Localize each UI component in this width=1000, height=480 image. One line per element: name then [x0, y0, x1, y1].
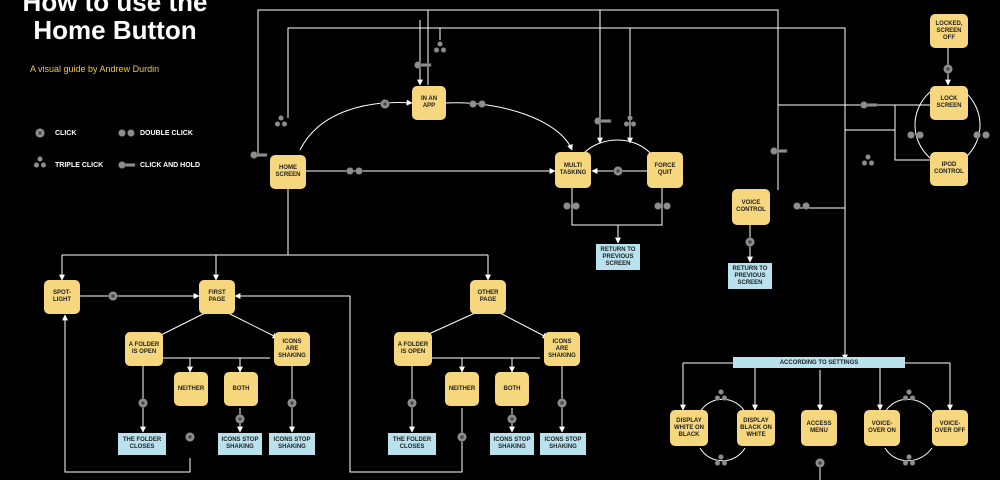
result-folder-closes-1: THE FOLDER CLOSES — [118, 433, 166, 455]
node-folder-open-2[interactable]: A FOLDER IS OPEN — [394, 332, 432, 366]
click-icon — [613, 166, 623, 176]
click-icon — [557, 398, 567, 408]
node-icons-shaking-1[interactable]: ICONS ARE SHAKING — [274, 332, 310, 366]
double-click-icon — [563, 202, 580, 210]
node-in-an-app[interactable]: IN AN APP — [412, 86, 446, 120]
subtitle: A visual guide by Andrew Durdin — [30, 64, 160, 74]
result-icons-stop-2a: ICONS STOP SHAKING — [490, 433, 534, 455]
node-both-1[interactable]: BOTH — [224, 372, 258, 406]
node-display-black-on-white[interactable]: DISPLAY BLACK ON WHITE — [737, 410, 775, 446]
node-neither-1[interactable]: NEITHER — [174, 372, 208, 406]
double-click-icon — [654, 202, 671, 210]
node-both-2[interactable]: BOTH — [495, 372, 529, 406]
legend-triple-click: TRIPLE CLICK — [55, 162, 104, 169]
node-folder-open-1[interactable]: A FOLDER IS OPEN — [125, 332, 163, 366]
triple-click-icon — [714, 454, 728, 466]
result-icons-stop-2b: ICONS STOP SHAKING — [540, 433, 586, 455]
legend-double-click: DOUBLE CLICK — [140, 130, 193, 137]
node-lock-screen[interactable]: LOCK SCREEN — [930, 86, 968, 120]
click-and-hold-icon — [250, 151, 268, 159]
click-and-hold-icon — [118, 161, 136, 169]
triple-click-icon — [902, 389, 916, 401]
click-and-hold-icon — [860, 101, 878, 109]
node-voiceover-on[interactable]: VOICE- OVER ON — [864, 410, 900, 446]
triple-click-icon — [902, 454, 916, 466]
node-spotlight[interactable]: SPOT- LIGHT — [44, 280, 80, 314]
title-line-1: How to use the — [22, 0, 208, 17]
result-return-previous-2: RETURN TO PREVIOUS SCREEN — [728, 263, 772, 289]
double-click-icon — [346, 167, 363, 175]
legend-click-and-hold: CLICK AND HOLD — [140, 162, 201, 169]
click-icon — [287, 398, 297, 408]
click-icon — [407, 398, 417, 408]
double-click-icon — [793, 202, 810, 210]
click-icon — [507, 414, 517, 424]
double-click-icon — [907, 131, 924, 139]
click-and-hold-icon — [770, 147, 788, 155]
node-display-white-on-black[interactable]: DISPLAY WHITE ON BLACK — [670, 410, 708, 446]
node-other-page[interactable]: OTHER PAGE — [470, 280, 506, 314]
triple-click-icon — [861, 154, 875, 166]
double-click-icon — [118, 129, 135, 137]
node-voiceover-off[interactable]: VOICE- OVER OFF — [932, 410, 968, 446]
click-icon — [380, 99, 390, 109]
banner-according-to-settings: ACCORDING TO SETTINGS — [733, 357, 905, 368]
double-click-icon — [469, 100, 486, 108]
click-icon — [108, 291, 118, 301]
click-icon — [457, 432, 467, 442]
node-first-page[interactable]: FIRST PAGE — [199, 280, 235, 314]
result-folder-closes-2: THE FOLDER CLOSES — [388, 433, 436, 455]
double-click-icon — [973, 131, 990, 139]
node-home-screen[interactable]: HOME SCREEN — [270, 155, 306, 189]
click-icon — [138, 398, 148, 408]
click-icon — [35, 128, 45, 138]
click-and-hold-icon — [594, 117, 612, 125]
triple-click-icon — [433, 41, 447, 53]
node-force-quit[interactable]: FORCE QUIT — [647, 152, 683, 188]
node-locked-screen-off[interactable]: LOCKED, SCREEN OFF — [930, 14, 968, 48]
node-neither-2[interactable]: NEITHER — [445, 372, 479, 406]
click-and-hold-icon — [414, 61, 432, 69]
triple-click-icon — [274, 115, 288, 127]
node-access-menu[interactable]: ACCESS MENU — [801, 410, 837, 446]
result-icons-stop-1b: ICONS STOP SHAKING — [269, 433, 315, 455]
legend-click: CLICK — [55, 130, 77, 137]
click-icon — [235, 414, 245, 424]
node-multitasking[interactable]: MULTI TASKING — [555, 152, 591, 188]
result-icons-stop-1a: ICONS STOP SHAKING — [218, 433, 262, 455]
node-ipod-control[interactable]: IPOD CONTROL — [930, 152, 968, 186]
node-voice-control[interactable]: VOICE CONTROL — [732, 189, 770, 225]
triple-click-icon — [623, 115, 637, 127]
title-line-2: Home Button — [33, 15, 197, 45]
triple-click-icon — [714, 389, 728, 401]
node-icons-shaking-2[interactable]: ICONS ARE SHAKING — [544, 332, 580, 366]
click-icon — [943, 64, 953, 74]
result-return-previous-1: RETURN TO PREVIOUS SCREEN — [596, 244, 640, 270]
click-icon — [745, 237, 755, 247]
click-icon — [185, 432, 195, 442]
click-icon — [815, 458, 825, 468]
triple-click-icon — [33, 156, 47, 168]
